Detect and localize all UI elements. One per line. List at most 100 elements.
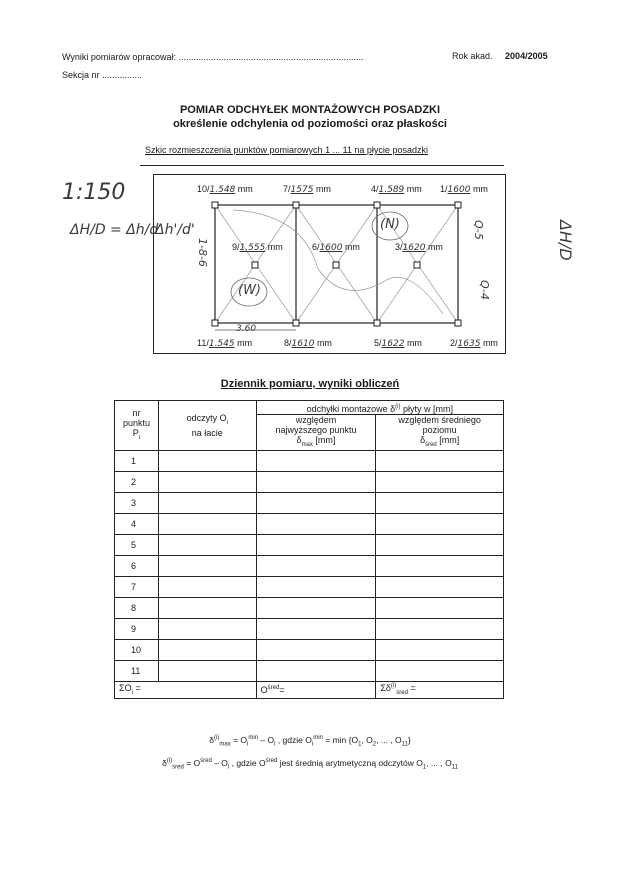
table-row: 9 xyxy=(114,617,504,640)
reading-cell[interactable] xyxy=(157,449,257,472)
room-n-circle xyxy=(371,211,409,241)
point-number-cell: 4 xyxy=(114,512,159,535)
dim-label: 3.60 xyxy=(236,324,257,334)
max-deviation-cell[interactable] xyxy=(255,554,377,577)
prepared-by-label: Wyniki pomiarów opracował: xyxy=(62,52,176,62)
formula-note-right: Δh'/d' xyxy=(155,222,195,238)
point-3: 3/1620 mm xyxy=(395,242,443,253)
reading-cell[interactable] xyxy=(157,575,257,598)
reading-cell[interactable] xyxy=(157,470,257,493)
scale-note: 1:150 xyxy=(62,180,126,205)
table-row: 5 xyxy=(114,533,504,556)
table-row: 8 xyxy=(114,596,504,619)
max-deviation-cell[interactable] xyxy=(255,638,377,661)
avg-deviation-cell[interactable] xyxy=(375,617,504,640)
avg-deviation-cell[interactable] xyxy=(375,491,504,514)
col-avg-header: względem średniego poziomu δśred [mm] xyxy=(375,414,504,451)
reading-cell[interactable] xyxy=(157,617,257,640)
slab-outline xyxy=(214,204,459,324)
max-deviation-cell[interactable] xyxy=(255,596,377,619)
point-6: 6/1600 mm xyxy=(312,242,360,253)
room-w-circle xyxy=(230,277,268,307)
max-deviation-cell[interactable] xyxy=(255,512,377,535)
academic-year: Rok akad. 2004/2005 xyxy=(452,51,548,61)
reading-cell[interactable] xyxy=(157,491,257,514)
table-row: 2 xyxy=(114,470,504,493)
avg-deviation-cell[interactable] xyxy=(375,575,504,598)
right-note-1: Q-5 xyxy=(472,220,485,240)
sketch-frame xyxy=(153,174,506,354)
point-7: 7/1575 mm xyxy=(283,184,331,195)
point-number-cell: 1 xyxy=(114,449,159,472)
room-w-label: (W) xyxy=(238,283,261,298)
point-5: 5/1622 mm xyxy=(374,338,422,349)
max-deviation-cell[interactable] xyxy=(255,449,377,472)
max-deviation-cell[interactable] xyxy=(255,617,377,640)
point-number-cell: 9 xyxy=(114,617,159,640)
max-deviation-cell[interactable] xyxy=(255,659,377,682)
point-10: 10/1.548 mm xyxy=(197,184,253,195)
sum-readings-cell: ΣOi = xyxy=(114,680,257,699)
point-number-cell: 5 xyxy=(114,533,159,556)
reading-cell[interactable] xyxy=(157,554,257,577)
avg-deviation-cell[interactable] xyxy=(375,659,504,682)
point-9: 9/1.555 mm xyxy=(232,242,283,253)
col-max-header: względem najwyższego punktu δmax [mm] xyxy=(255,414,377,451)
max-deviation-cell[interactable] xyxy=(255,470,377,493)
point-number-cell: 6 xyxy=(114,554,159,577)
max-deviation-cell[interactable] xyxy=(255,491,377,514)
sum-dev-cell: Σδ(i)śred = xyxy=(375,680,504,699)
table-row: 3 xyxy=(114,491,504,514)
point-number-cell: 3 xyxy=(114,491,159,514)
far-right-note: ΔH/D xyxy=(556,220,575,261)
prepared-by-dots: ........................................… xyxy=(178,52,364,62)
avg-deviation-cell[interactable] xyxy=(375,470,504,493)
sketch-caption: Szkic rozmieszczenia punktów pomiarowych… xyxy=(145,145,428,155)
table-row: 11 xyxy=(114,659,504,682)
reading-cell[interactable] xyxy=(157,533,257,556)
point-2: 2/1635 mm xyxy=(450,338,498,349)
table-row: 1 xyxy=(114,449,504,472)
avg-deviation-cell[interactable] xyxy=(375,554,504,577)
left-vertical-note: 1-8-6 xyxy=(196,238,209,267)
reading-cell[interactable] xyxy=(157,638,257,661)
point-4: 4/1.589 mm xyxy=(371,184,422,195)
point-number-cell: 10 xyxy=(114,638,159,661)
col-deviation-group-header: odchyłki montażowe δ(i) płyty w [mm] xyxy=(255,400,505,415)
sub-title: określenie odchylenia od poziomości oraz… xyxy=(173,118,447,130)
formula-max: δ(i)max = Oimin – Oi , gdzie Oimin = min… xyxy=(209,735,411,748)
right-note-2: Q-4 xyxy=(478,280,491,300)
point-number-cell: 11 xyxy=(114,659,159,682)
measurement-point-markers xyxy=(211,201,462,327)
col-reading-header: odczyty Oi na łacie xyxy=(157,400,257,451)
table-row: 10 xyxy=(114,638,504,661)
max-deviation-cell[interactable] xyxy=(255,575,377,598)
section-label: Sekcja nr xyxy=(62,70,100,80)
year-value: 2004/2005 xyxy=(505,51,548,61)
table-row: 7 xyxy=(114,575,504,598)
point-number-cell: 7 xyxy=(114,575,159,598)
reading-cell[interactable] xyxy=(157,596,257,619)
prepared-by: Wyniki pomiarów opracował: .............… xyxy=(62,52,364,62)
formula-avg: δ(i)śred = Ośred – Oi , gdzie Ośred jest… xyxy=(162,758,458,771)
section-number: Sekcja nr ................ xyxy=(62,70,142,80)
avg-deviation-cell[interactable] xyxy=(375,596,504,619)
formula-note-left: ΔH/D = Δh/d xyxy=(70,222,159,238)
max-deviation-cell[interactable] xyxy=(255,533,377,556)
room-n-label: (N) xyxy=(380,217,400,232)
avg-deviation-cell[interactable] xyxy=(375,533,504,556)
point-number-cell: 2 xyxy=(114,470,159,493)
sum-avg-cell: Ośred= xyxy=(255,680,377,699)
section-dots: ................ xyxy=(102,70,143,80)
avg-deviation-cell[interactable] xyxy=(375,512,504,535)
avg-deviation-cell[interactable] xyxy=(375,449,504,472)
reading-cell[interactable] xyxy=(157,659,257,682)
main-title: POMIAR ODCHYŁEK MONTAŻOWYCH POSADZKI xyxy=(179,104,441,116)
point-number-cell: 8 xyxy=(114,596,159,619)
plate-sketch xyxy=(211,201,462,331)
avg-deviation-cell[interactable] xyxy=(375,638,504,661)
measurement-log-table: nr punktu Pi odczyty Oi na łacie odchyłk… xyxy=(114,400,505,699)
point-8: 8/1610 mm xyxy=(284,338,332,349)
reading-cell[interactable] xyxy=(157,512,257,535)
